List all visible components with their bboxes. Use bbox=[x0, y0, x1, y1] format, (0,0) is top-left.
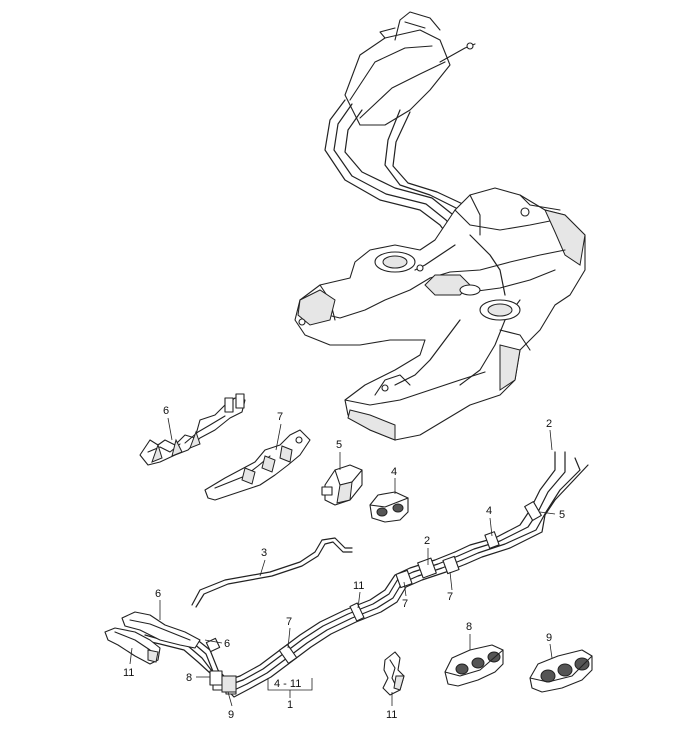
clip-part-11 bbox=[382, 651, 405, 696]
callout-7-middle-right: 7 bbox=[447, 591, 453, 603]
callout-6-upper: 6 bbox=[163, 405, 169, 417]
callout-7-lower: 7 bbox=[286, 616, 292, 628]
bracket-part-6 bbox=[139, 393, 246, 466]
clip-part-5 bbox=[321, 464, 363, 506]
clip-part-8-9-on-line bbox=[209, 670, 237, 693]
callout-11-line: 11 bbox=[353, 580, 364, 592]
pipe-part-3 bbox=[191, 537, 353, 608]
callout-3-pipe: 3 bbox=[261, 547, 267, 559]
callout-1: 1 bbox=[287, 699, 293, 711]
callout-11-bottom: 11 bbox=[386, 709, 397, 721]
callout-5-line: 5 bbox=[559, 509, 565, 521]
clip-part-11-left bbox=[104, 627, 161, 665]
grommet-part-4 bbox=[369, 491, 409, 523]
callout-11-left: 11 bbox=[123, 667, 134, 679]
bracket-part-7 bbox=[204, 429, 311, 501]
callout-5-clip: 5 bbox=[336, 439, 342, 451]
fuel-tank bbox=[294, 11, 586, 441]
bracket-part-6-lower bbox=[121, 611, 201, 649]
callout-8-line: 8 bbox=[186, 672, 192, 684]
callout-6-lower-b: 6 bbox=[224, 638, 230, 650]
callout-2-middle: 2 bbox=[424, 535, 430, 547]
clip-part-8 bbox=[444, 644, 504, 687]
callout-2-right: 2 bbox=[546, 418, 552, 430]
callout-6-lower-a: 6 bbox=[155, 588, 161, 600]
callout-4-line: 4 bbox=[486, 505, 492, 517]
clip-part-9 bbox=[529, 649, 593, 693]
callout-7-middle-left: 7 bbox=[402, 598, 408, 610]
callout-9-clip: 9 bbox=[546, 632, 552, 644]
callout-9-line: 9 bbox=[228, 709, 234, 721]
callout-labels: 6 7 5 4 2 5 4 2 3 11 7 7 6 6 7 11 8 9 4 … bbox=[123, 405, 565, 721]
callout-4-grommet: 4 bbox=[391, 466, 397, 478]
callout-7-upper: 7 bbox=[277, 411, 283, 423]
callout-8-clip: 8 bbox=[466, 621, 472, 633]
callout-range-4-11: 4 - 11 bbox=[274, 678, 301, 690]
leader-lines bbox=[129, 417, 556, 707]
